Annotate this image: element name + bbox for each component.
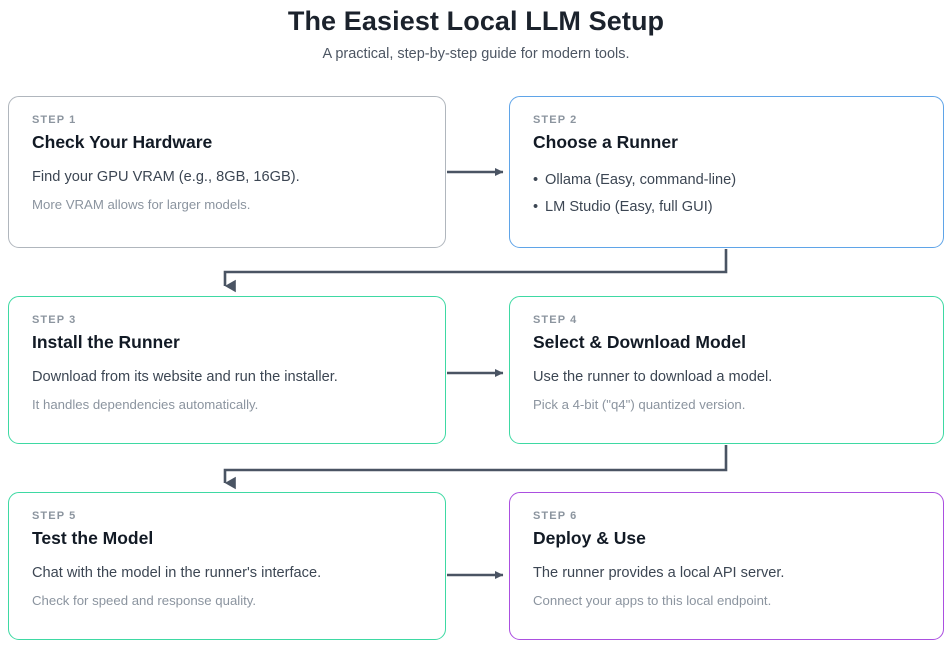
step-primary-text-3: Download from its website and run the in… — [32, 368, 338, 385]
step-label-4: STEP 4 — [533, 314, 578, 326]
step-title-2: Choose a Runner — [533, 132, 678, 153]
step-label-2: STEP 2 — [533, 114, 578, 126]
step-title-3: Install the Runner — [32, 332, 180, 353]
step-card-4[interactable]: STEP 4 Select & Download Model Use the r… — [509, 296, 944, 444]
page-subtitle: A practical, step-by-step guide for mode… — [322, 46, 630, 62]
step-title-6: Deploy & Use — [533, 528, 646, 549]
step-body-6: The runner provides a local API server. … — [533, 563, 921, 611]
step-label-6: STEP 6 — [533, 510, 578, 522]
step-label-1: STEP 1 — [32, 114, 77, 126]
page-title: The Easiest Local LLM Setup — [287, 6, 665, 36]
step-card-6[interactable]: STEP 6 Deploy & Use The runner provides … — [509, 492, 944, 640]
list-item: Ollama (Easy, command-line) — [533, 167, 921, 194]
step-label-3: STEP 3 — [32, 314, 77, 326]
step-body-3: Download from its website and run the in… — [32, 367, 423, 415]
step-primary-text-6: The runner provides a local API server. — [533, 564, 785, 581]
step-primary-text-1: Find your GPU VRAM (e.g., 8GB, 16GB). — [32, 168, 300, 185]
step-body-1: Find your GPU VRAM (e.g., 8GB, 16GB). Mo… — [32, 167, 423, 215]
step-primary-text-5: Chat with the model in the runner's inte… — [32, 564, 322, 581]
step-secondary-text-1: More VRAM allows for larger models. — [32, 196, 251, 212]
step-body-4: Use the runner to download a model. Pick… — [533, 367, 921, 415]
step-primary-text-4: Use the runner to download a model. — [533, 368, 773, 385]
step-title-4: Select & Download Model — [533, 332, 746, 353]
page-header: The Easiest Local LLM Setup A practical,… — [0, 0, 952, 62]
connector-step4-to-step5 — [223, 445, 728, 490]
step-card-2[interactable]: STEP 2 Choose a Runner Ollama (Easy, com… — [509, 96, 944, 248]
step-secondary-text-3: It handles dependencies automatically. — [32, 396, 259, 412]
step-secondary-text-4: Pick a 4-bit ("q4") quantized version. — [533, 396, 746, 412]
list-item: LM Studio (Easy, full GUI) — [533, 194, 921, 221]
step-card-5[interactable]: STEP 5 Test the Model Chat with the mode… — [8, 492, 446, 640]
step-title-1: Check Your Hardware — [32, 132, 213, 153]
step-card-1[interactable]: STEP 1 Check Your Hardware Find your GPU… — [8, 96, 446, 248]
connector-step2-to-step3 — [223, 249, 728, 293]
step-label-5: STEP 5 — [32, 510, 77, 522]
step-card-3[interactable]: STEP 3 Install the Runner Download from … — [8, 296, 446, 444]
step-secondary-text-6: Connect your apps to this local endpoint… — [533, 592, 772, 608]
step-body-2: Ollama (Easy, command-line) LM Studio (E… — [533, 167, 921, 221]
runner-options-list: Ollama (Easy, command-line) LM Studio (E… — [533, 167, 921, 221]
step-body-5: Chat with the model in the runner's inte… — [32, 563, 423, 611]
step-secondary-text-5: Check for speed and response quality. — [32, 592, 257, 608]
step-title-5: Test the Model — [32, 528, 154, 549]
